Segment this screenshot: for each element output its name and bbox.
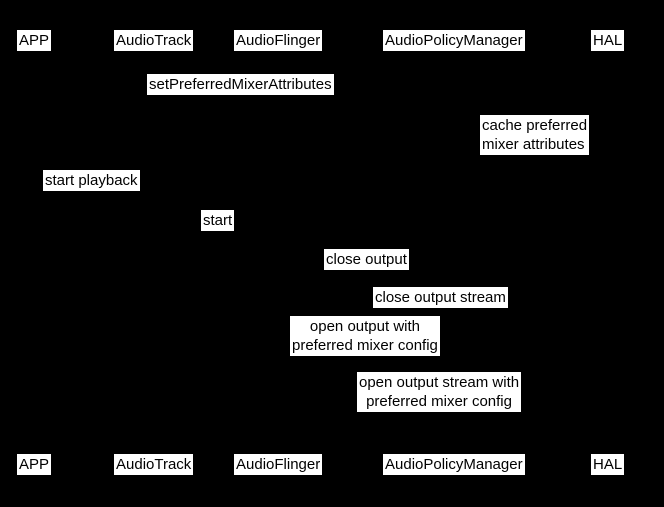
actor-top-audiotrack: AudioTrack — [114, 30, 194, 51]
message-close-output-stream: close output stream — [373, 287, 508, 308]
actor-bottom-audioflinger: AudioFlinger — [234, 454, 323, 475]
actor-top-hal: HAL — [591, 30, 625, 51]
message-open-output-with-preferred-mixer-config: open output with preferred mixer config — [290, 316, 440, 356]
actor-bottom-audiopolicymanager: AudioPolicyManager — [383, 454, 525, 475]
actor-bottom-app: APP — [17, 454, 52, 475]
message-start-playback: start playback — [43, 170, 140, 191]
message-set-preferred-mixer-attributes: setPreferredMixerAttributes — [147, 74, 334, 95]
message-cache-preferred-mixer-attributes: cache preferred mixer attributes — [480, 115, 590, 155]
message-open-output-stream-with-preferred-mixer-config: open output stream with preferred mixer … — [357, 372, 522, 412]
actor-top-app: APP — [17, 30, 52, 51]
actor-top-audiopolicymanager: AudioPolicyManager — [383, 30, 525, 51]
actor-bottom-audiotrack: AudioTrack — [114, 454, 194, 475]
message-start: start — [201, 210, 235, 231]
actor-bottom-hal: HAL — [591, 454, 625, 475]
message-close-output: close output — [324, 249, 409, 270]
actor-top-audioflinger: AudioFlinger — [234, 30, 323, 51]
